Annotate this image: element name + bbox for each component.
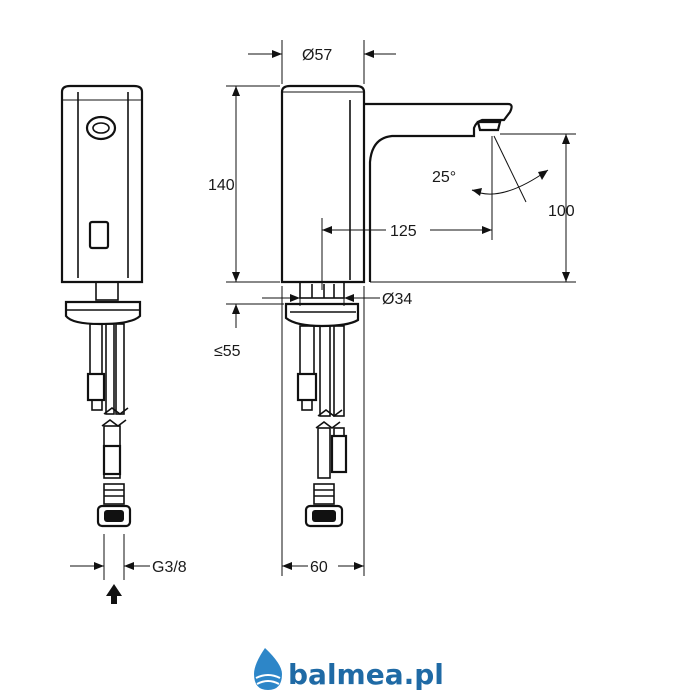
dimension-angle: 25° xyxy=(432,169,456,186)
dimension-spout-height: 100 xyxy=(548,203,575,220)
dimension-diameter-top: Ø57 xyxy=(302,47,332,64)
dimension-mount-depth: ≤55 xyxy=(214,343,241,360)
brand-name: balmea.pl xyxy=(288,658,444,691)
side-view: Ø57 140 100 125 25° xyxy=(208,40,576,576)
arrow-up-icon xyxy=(106,584,122,604)
thread-label: G3/8 xyxy=(152,559,187,576)
dimension-diameter-base: Ø34 xyxy=(382,291,412,308)
water-drop-icon xyxy=(254,648,282,690)
sensor-eye xyxy=(85,115,117,141)
sensor-window xyxy=(88,220,110,250)
dimension-spout-reach: 125 xyxy=(390,223,417,240)
front-view: G3/8 xyxy=(60,84,187,604)
dimension-height: 140 xyxy=(208,177,235,194)
dimension-base-width: 60 xyxy=(310,559,328,576)
brand-logo[interactable]: balmea.pl xyxy=(254,648,444,691)
